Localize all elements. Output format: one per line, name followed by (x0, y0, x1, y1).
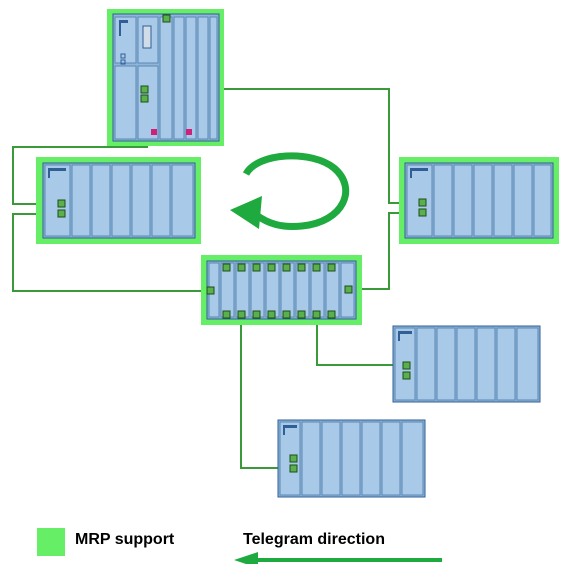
port (297, 310, 306, 319)
io-device-right (399, 157, 559, 244)
io-device-bottom (277, 419, 426, 498)
port (282, 310, 291, 319)
port (344, 285, 353, 294)
port (312, 263, 321, 272)
status-led (151, 129, 157, 135)
port (289, 454, 298, 463)
mrp-support-swatch-icon (37, 528, 65, 556)
port (222, 263, 231, 272)
port (252, 310, 261, 319)
port (327, 263, 336, 272)
port (206, 286, 215, 295)
port (237, 310, 246, 319)
port (140, 94, 149, 103)
telegram-direction-arrow-icon (234, 552, 442, 564)
port (267, 263, 276, 272)
telegram-direction-label: Telegram direction (243, 531, 385, 548)
port (222, 310, 231, 319)
mrp-support-label: MRP support (75, 531, 175, 548)
link-switch-to-io-lower-right (316, 316, 405, 366)
port (327, 310, 336, 319)
port (312, 310, 321, 319)
switch-bottom-ports (222, 310, 336, 319)
io-device-left (36, 157, 201, 244)
port (140, 85, 149, 94)
port (237, 263, 246, 272)
controller-node (107, 9, 224, 146)
port (57, 199, 66, 208)
port (418, 208, 427, 217)
port (297, 263, 306, 272)
port (289, 464, 298, 473)
port (57, 209, 66, 218)
io-device-lower-right (392, 325, 541, 403)
switch-node (201, 255, 362, 325)
port (402, 371, 411, 380)
port (162, 14, 171, 23)
status-led (186, 129, 192, 135)
port (418, 198, 427, 207)
port (252, 263, 261, 272)
ring-direction-arrow-icon (230, 152, 350, 230)
link-switch-to-io-bottom (240, 316, 292, 469)
switch-top-ports (222, 263, 336, 272)
port (282, 263, 291, 272)
port (267, 310, 276, 319)
port (402, 361, 411, 370)
